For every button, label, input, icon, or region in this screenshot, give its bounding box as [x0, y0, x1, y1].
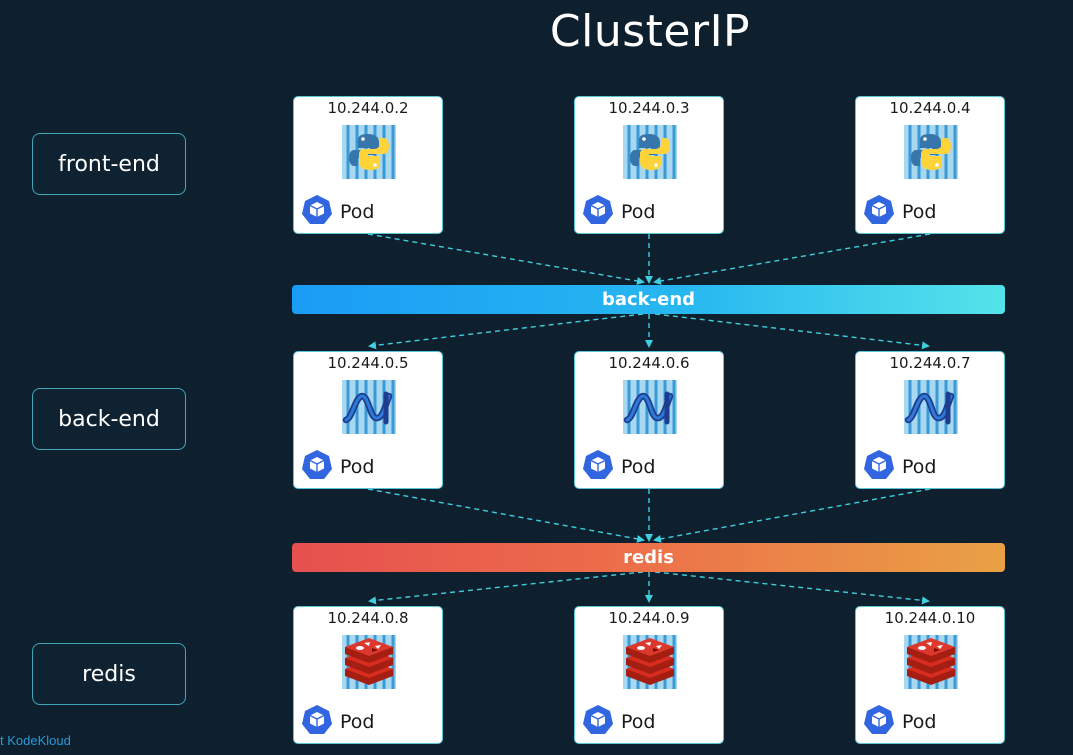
arrow-redis-to-r1 [368, 571, 644, 605]
pod-ip: 10.244.0.2 [327, 99, 409, 117]
kubernetes-pod-icon [302, 450, 332, 479]
arrow-be3-to-redis [653, 488, 931, 543]
redis-icon [342, 635, 396, 689]
pod-back-end-1: 10.244.0.5 Pod [293, 351, 443, 489]
pod-redis-1: 10.244.0.8 Pod [293, 606, 443, 744]
pod-front-end-2: 10.244.0.3 Pod [574, 96, 724, 234]
python-icon [623, 125, 677, 179]
diagram-title: ClusterIP [549, 6, 751, 57]
kubernetes-pod-icon [583, 195, 613, 224]
pod-back-end-3: 10.244.0.7 Pod [855, 351, 1005, 489]
pod-ip: 10.244.0.3 [608, 99, 690, 117]
pod-ip: 10.244.0.7 [889, 354, 971, 372]
tier-label-back-end: back-end [32, 388, 186, 450]
tier-label-redis: redis [32, 643, 186, 705]
pod-ip: 10.244.0.5 [327, 354, 409, 372]
pod-label: Pod [902, 456, 937, 478]
pod-front-end-1: 10.244.0.2 Pod [293, 96, 443, 234]
pod-front-end-3: 10.244.0.4 Pod [855, 96, 1005, 234]
pod-redis-2: 10.244.0.9 Pod [574, 606, 724, 744]
arrow-backend-to-be3 [654, 313, 930, 350]
pod-label: Pod [340, 711, 375, 733]
kubernetes-pod-icon [583, 450, 613, 479]
service-redis: redis [292, 543, 1005, 572]
redis-icon [623, 635, 677, 689]
arrow-be1-to-redis [367, 488, 645, 543]
pod-label: Pod [340, 456, 375, 478]
pod-back-end-2: 10.244.0.6 Pod [574, 351, 724, 489]
python-icon [342, 125, 396, 179]
kubernetes-pod-icon [302, 195, 332, 224]
tier-label-front-end: front-end [32, 133, 186, 195]
pod-label: Pod [621, 201, 656, 223]
arrow-fe3-to-backend [653, 233, 931, 285]
pod-ip: 10.244.0.4 [889, 99, 971, 117]
kubernetes-pod-icon [864, 705, 894, 734]
kubernetes-pod-icon [864, 450, 894, 479]
kubernetes-pod-icon [583, 705, 613, 734]
dotnet-icon [623, 380, 677, 434]
kubernetes-pod-icon [302, 705, 332, 734]
pod-ip: 10.244.0.10 [884, 609, 976, 627]
dotnet-icon [904, 380, 958, 434]
pod-label: Pod [902, 711, 937, 733]
pod-ip: 10.244.0.8 [327, 609, 409, 627]
service-back-end: back-end [292, 285, 1005, 314]
redis-icon [904, 635, 958, 689]
pod-label: Pod [902, 201, 937, 223]
pod-label: Pod [340, 201, 375, 223]
watermark: t KodeKloud [0, 733, 71, 748]
arrow-redis-to-r3 [654, 571, 930, 605]
pod-ip: 10.244.0.9 [608, 609, 690, 627]
python-icon [904, 125, 958, 179]
arrow-backend-to-be1 [368, 313, 644, 350]
kubernetes-pod-icon [864, 195, 894, 224]
dotnet-icon [342, 380, 396, 434]
pod-label: Pod [621, 711, 656, 733]
arrow-fe1-to-backend [367, 233, 645, 285]
pod-redis-3: 10.244.0.10 Pod [855, 606, 1005, 744]
pod-label: Pod [621, 456, 656, 478]
pod-ip: 10.244.0.6 [608, 354, 690, 372]
